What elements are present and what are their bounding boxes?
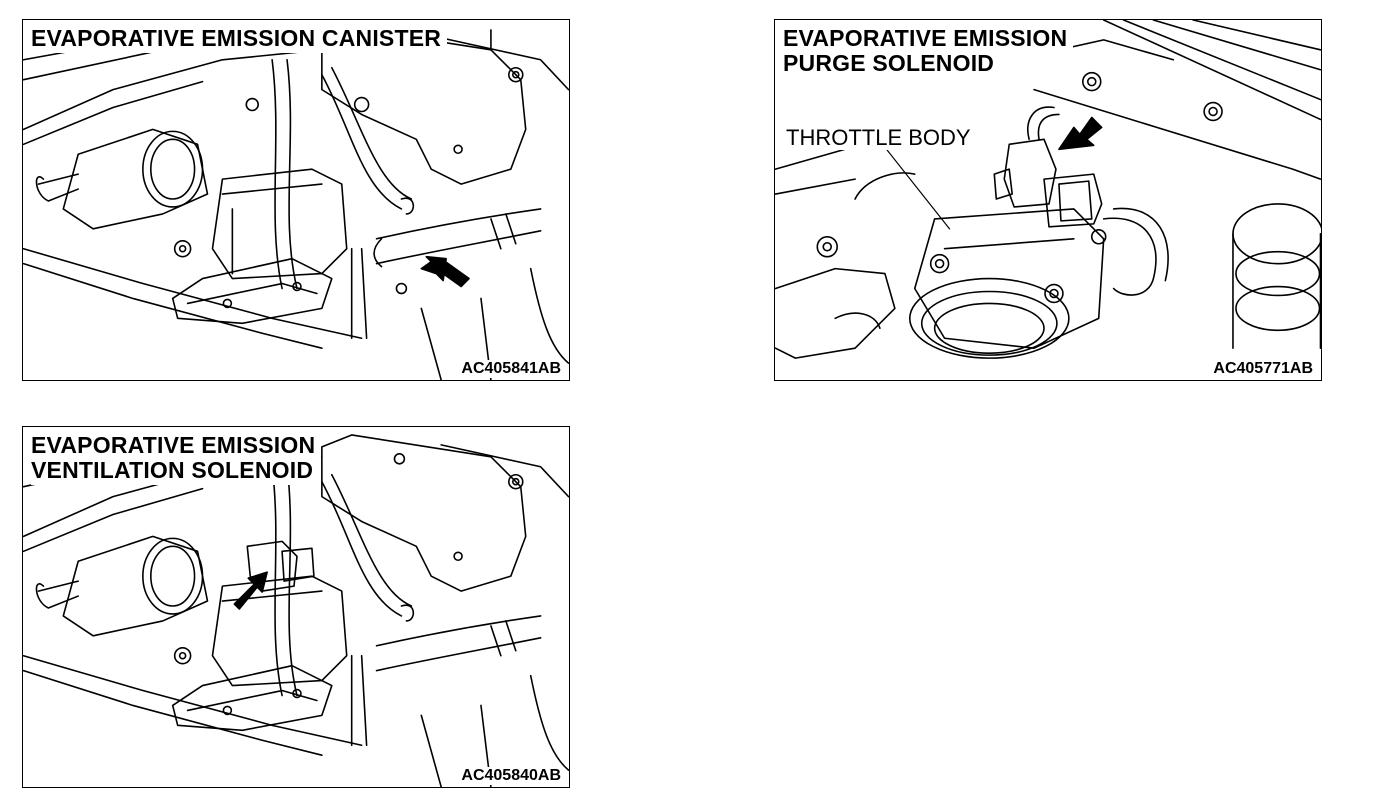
throttle-body-label: THROTTLE BODY (783, 126, 974, 150)
ventilation-title: EVAPORATIVE EMISSION VENTILATION SOLENOI… (31, 433, 322, 485)
canister-figure: EVAPORATIVE EMISSION CANISTER AC405841AB (22, 19, 570, 381)
purge-title: EVAPORATIVE EMISSION PURGE SOLENOID (783, 26, 1074, 78)
purge-figure-id: AC405771AB (1211, 360, 1315, 378)
ventilation-solenoid-figure: EVAPORATIVE EMISSION VENTILATION SOLENOI… (22, 426, 570, 788)
ventilation-line-drawing (23, 434, 569, 787)
canister-line-drawing (23, 27, 569, 380)
canister-figure-id: AC405841AB (459, 360, 563, 378)
pointer-arrow-ventilation (233, 571, 268, 610)
canister-title: EVAPORATIVE EMISSION CANISTER (31, 26, 448, 53)
ventilation-figure-id: AC405840AB (459, 767, 563, 785)
pointer-arrow-purge (1058, 116, 1103, 151)
purge-solenoid-figure: EVAPORATIVE EMISSION PURGE SOLENOID THRO… (774, 19, 1322, 381)
purge-line-drawing (775, 20, 1321, 359)
